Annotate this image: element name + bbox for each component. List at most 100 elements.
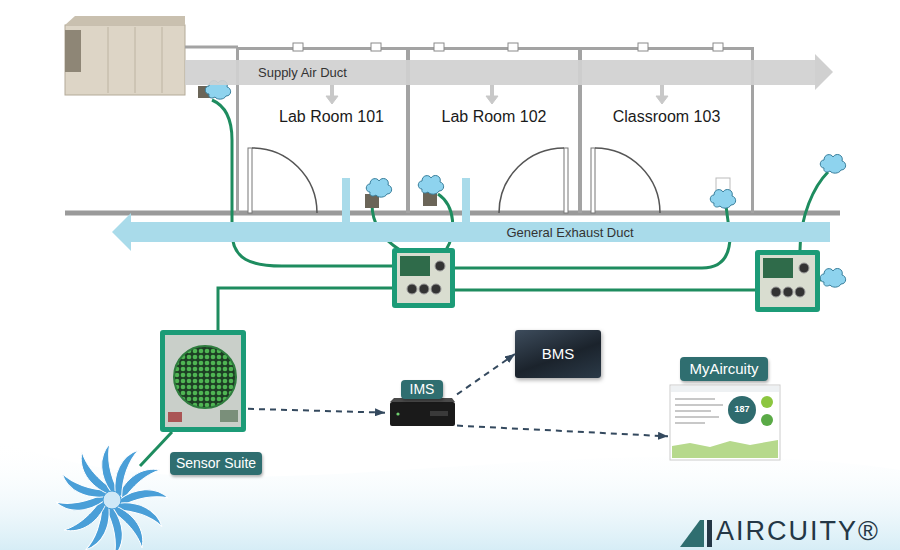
logo-icon <box>680 520 712 547</box>
ims-body <box>390 402 455 426</box>
mux-interior <box>760 255 815 307</box>
screen-donut <box>728 396 756 424</box>
ims-device <box>390 398 455 426</box>
sample-tube <box>140 432 172 466</box>
suite-board <box>220 410 238 422</box>
mux-frame <box>755 250 820 312</box>
duct-wall-line <box>185 46 238 49</box>
diffuser-arrow-head <box>656 96 668 104</box>
door-panel <box>248 148 252 213</box>
mux-board <box>763 258 793 278</box>
exhaust-arrow-head <box>112 213 131 251</box>
ahu-panel-line <box>108 27 109 93</box>
ahu-panel-line <box>135 27 136 93</box>
mux-valve <box>799 263 809 273</box>
logo-shape <box>707 520 712 547</box>
node-label: General Exhaust Duct <box>130 225 830 240</box>
ims-node: IMS <box>385 380 457 428</box>
exhaust-stub <box>342 178 350 222</box>
fan-hub <box>103 491 121 509</box>
ims-led <box>396 412 399 415</box>
damper <box>371 43 381 51</box>
node-label-pill: Sensor Suite <box>170 452 262 475</box>
mux-valve <box>419 284 429 294</box>
exhaust-duct-band: General Exhaust Duct <box>130 222 830 242</box>
sensor-suite-node: Sensor Suite <box>160 330 248 476</box>
node-label: BMS <box>515 345 601 362</box>
fan-blade <box>88 443 137 496</box>
door-swing <box>252 148 317 213</box>
damper <box>508 43 518 51</box>
dashboard-node: MyAircuity <box>668 355 782 462</box>
door-panel <box>564 148 568 213</box>
exhaust-stub <box>462 178 470 222</box>
sample-tube <box>218 288 392 330</box>
screen-text-line <box>675 422 705 424</box>
suite-frame <box>160 330 246 432</box>
data-flow-arrow <box>457 354 515 394</box>
sample-point <box>366 178 391 197</box>
screen-frame <box>670 385 780 460</box>
suite-interior <box>165 335 241 427</box>
damper <box>713 43 723 51</box>
mux-valve <box>407 284 417 294</box>
sample-tube <box>455 289 755 292</box>
supply-duct-band: Supply Air Duct <box>185 60 815 85</box>
node-label: Lab Room 101 <box>239 108 406 126</box>
screen-badge <box>761 414 773 426</box>
diffuser-arrow <box>330 85 334 97</box>
damper <box>434 43 444 51</box>
screen-header <box>671 386 779 392</box>
data-flow-arrow <box>457 426 668 437</box>
screen-text-line <box>675 416 719 418</box>
node-label: Classroom 103 <box>582 108 751 126</box>
dampers <box>293 43 723 51</box>
node-label-pill: IMS <box>401 380 443 399</box>
screen-area-chart <box>672 440 778 458</box>
data-flow-arrow <box>248 409 385 413</box>
door-swing <box>595 148 660 213</box>
diffuser-arrow-head <box>326 96 338 104</box>
diffuser-arrow-head <box>486 96 498 104</box>
ims-port <box>430 411 448 416</box>
suite-filter-mesh <box>174 346 236 408</box>
sample-point <box>418 175 443 194</box>
screen-text-line <box>675 398 715 400</box>
dashboard-value: 187 <box>728 404 756 414</box>
sample-point <box>820 154 845 173</box>
ahu-top <box>65 16 185 25</box>
sample-point <box>710 189 735 208</box>
mux-board <box>400 256 430 276</box>
damper <box>638 43 648 51</box>
air-handling-unit <box>65 16 185 95</box>
ahu-panel-line <box>162 27 163 93</box>
node-label: Lab Room 102 <box>410 108 578 126</box>
ahu-hood <box>65 30 81 72</box>
diffuser-arrow <box>660 85 664 97</box>
sample-point <box>820 268 845 287</box>
door-panel <box>591 148 595 213</box>
screen-text-line <box>675 410 711 412</box>
air-multiplexer <box>392 248 455 308</box>
air-multiplexer <box>755 250 820 312</box>
mux-interior <box>397 253 450 303</box>
logo-shape <box>680 520 704 547</box>
dashboard-screenshot <box>670 385 780 460</box>
mux-valve <box>771 287 781 297</box>
sample-tubing <box>140 100 828 466</box>
sensor-suite-unit <box>160 330 246 432</box>
background-swoosh <box>0 440 900 550</box>
bms-box: BMS <box>515 330 601 378</box>
suite-board <box>168 412 182 422</box>
fan <box>55 443 169 550</box>
supply-arrow-head <box>815 54 833 90</box>
node-label-pill: MyAircuity <box>680 357 768 381</box>
diffuser-arrow <box>490 85 494 97</box>
screen-badge <box>761 396 773 408</box>
node-label: Supply Air Duct <box>258 65 347 80</box>
mux-frame <box>392 248 455 308</box>
door-swing <box>499 148 564 213</box>
mux-valve <box>783 287 793 297</box>
